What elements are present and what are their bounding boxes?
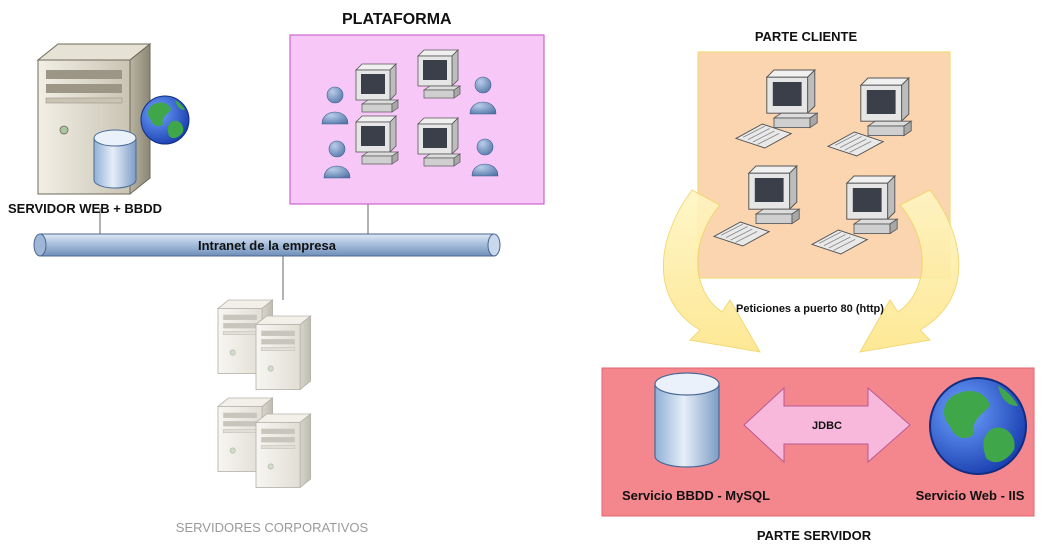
globe-icon xyxy=(140,95,190,145)
requests-label: Peticiones a puerto 80 (http) xyxy=(736,303,884,315)
web-service-label: Servicio Web - IIS xyxy=(916,488,1025,503)
database-cylinder-icon xyxy=(654,372,720,468)
web-server-group xyxy=(36,42,190,196)
desktop-computer-icon xyxy=(860,77,912,137)
desktop-computer-icon xyxy=(355,63,399,113)
desktop-computer-icon xyxy=(355,115,399,165)
intranet-pipe xyxy=(33,233,501,257)
globe-icon xyxy=(929,377,1027,475)
server-tower-icon xyxy=(255,315,312,391)
desktop-computer-icon xyxy=(417,49,461,99)
web-server-label: SERVIDOR WEB + BBDD xyxy=(8,201,162,216)
desktop-computer-icon xyxy=(748,165,800,225)
server-tower-icon xyxy=(255,413,312,489)
corporate-servers-label: SERVIDORES CORPORATIVOS xyxy=(176,520,369,535)
server-title: PARTE SERVIDOR xyxy=(757,528,872,543)
intranet-label: Intranet de la empresa xyxy=(198,238,337,253)
database-cylinder-icon xyxy=(93,129,137,189)
jdbc-label: JDBC xyxy=(812,420,842,432)
db-service-label: Servicio BBDD - MySQL xyxy=(622,488,770,503)
client-title: PARTE CLIENTE xyxy=(755,29,858,44)
corporate-servers xyxy=(217,299,312,489)
desktop-computer-icon xyxy=(766,69,818,129)
jdbc-arrow xyxy=(743,386,911,464)
desktop-computer-icon xyxy=(417,117,461,167)
platform-title: PLATAFORMA xyxy=(342,11,452,28)
request-arrows xyxy=(662,189,960,353)
desktop-computer-icon xyxy=(846,175,898,235)
